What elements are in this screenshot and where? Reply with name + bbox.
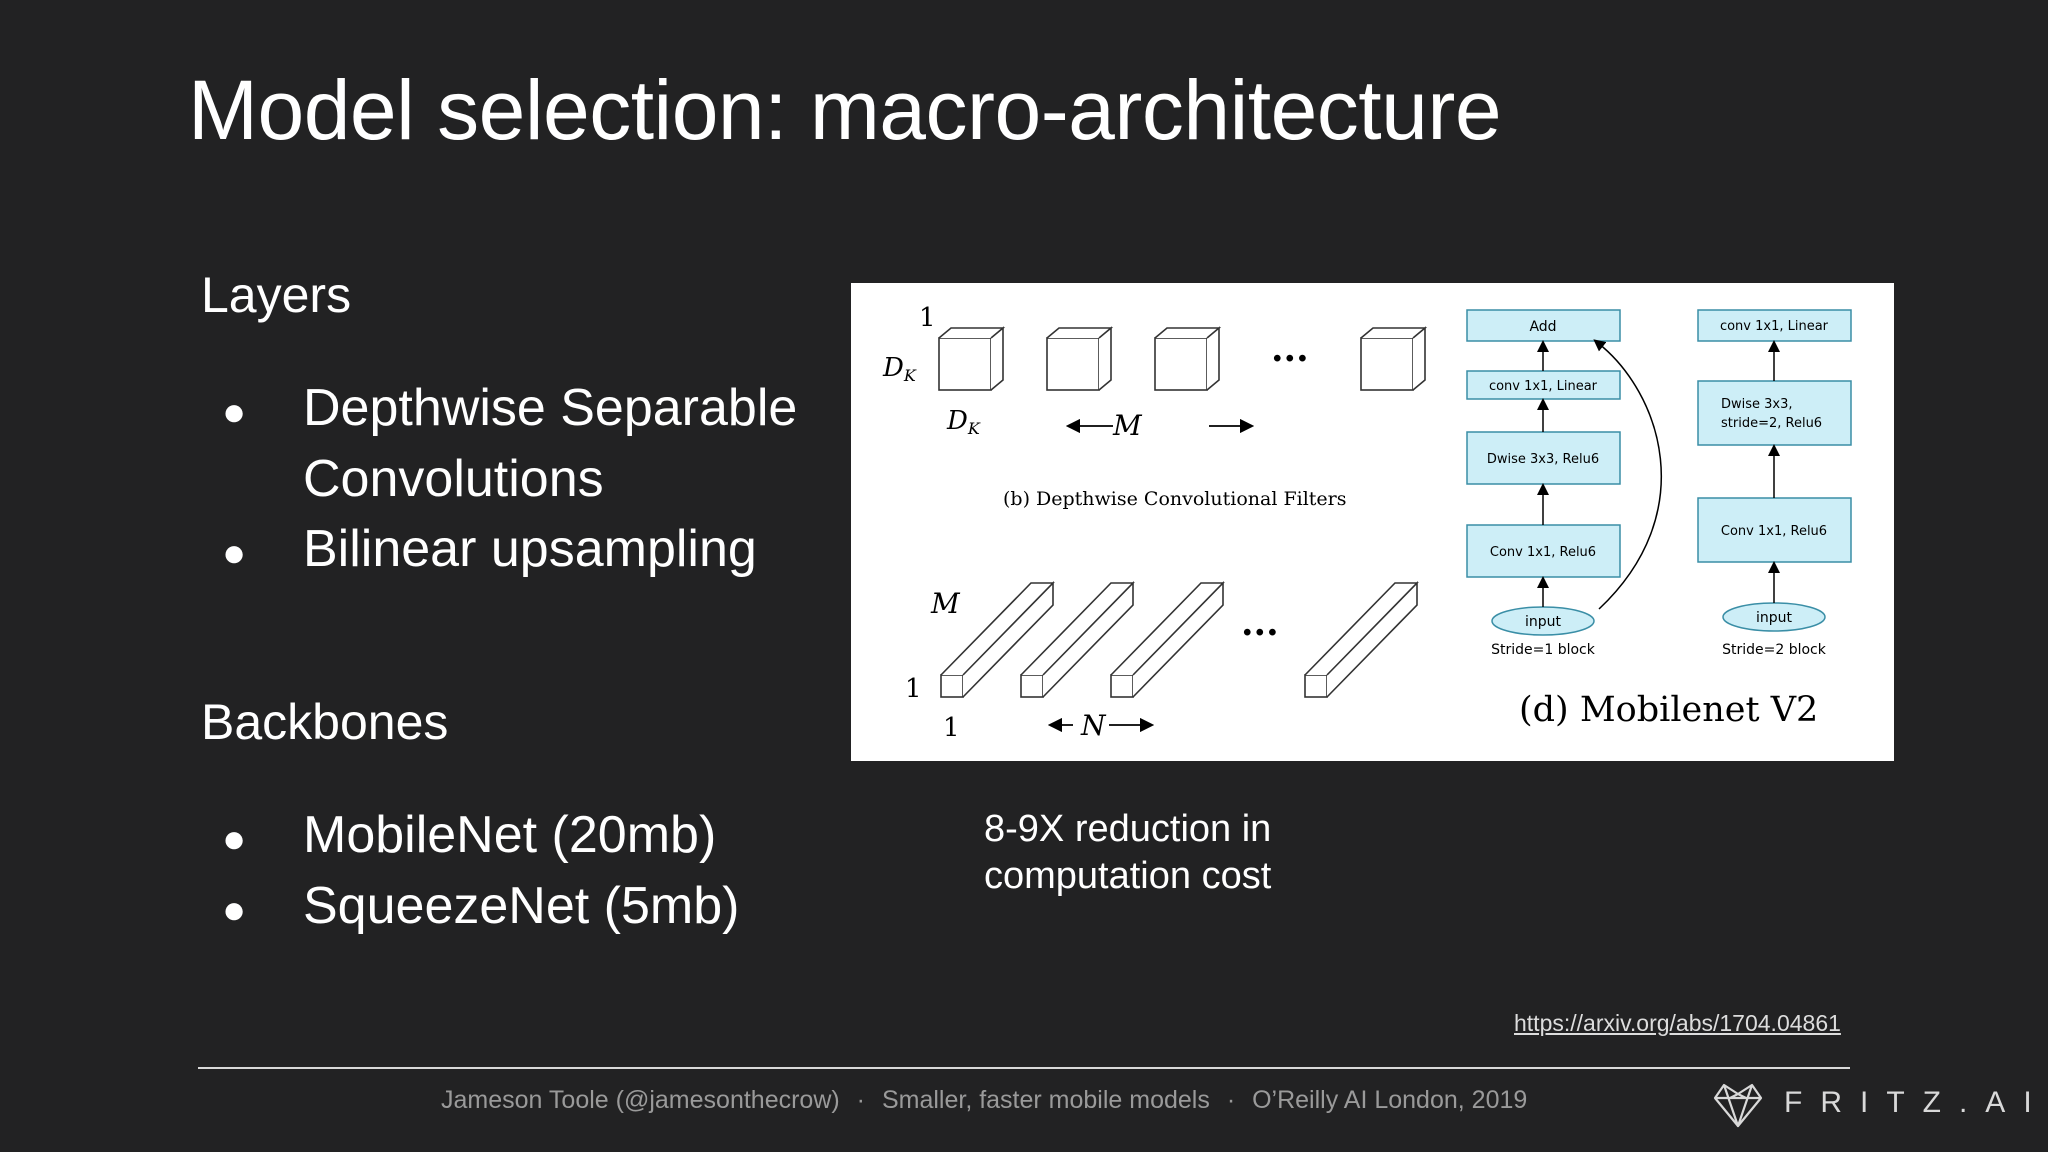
panel-b-caption: (b) Depthwise Convolutional Filters [1003, 488, 1347, 510]
layers-item-depthwise: Depthwise Separable [303, 379, 798, 437]
stride1-input: input [1525, 614, 1562, 630]
footer-separator: · [1226, 1086, 1236, 1114]
backbones-item-squeezenet: SqueezeNet (5mb) [303, 877, 740, 935]
reference-link[interactable]: https://arxiv.org/abs/1704.04861 [1514, 1010, 1841, 1036]
backbones-heading: Backbones [201, 694, 449, 750]
backbones-item-mobilenet: MobileNet (20mb) [303, 806, 717, 864]
stride1-block: Add conv 1x1, Linear Dwise 3x3, Relu6 Co… [1466, 309, 1662, 658]
stride2-conv-linear: conv 1x1, Linear [1720, 319, 1829, 334]
stride2-block: conv 1x1, Linear Dwise 3x3, stride=2, Re… [1697, 309, 1852, 658]
brand-name: FRITZ.AI [1784, 1086, 2048, 1119]
stride2-conv-relu: Conv 1x1, Relu6 [1721, 524, 1827, 539]
bullet-dot: ● [222, 817, 247, 861]
stride1-conv-linear: conv 1x1, Linear [1489, 379, 1598, 394]
label-one: 1 [919, 303, 936, 333]
pointwise-rod [940, 581, 1055, 698]
label-dk-left: DK [882, 353, 917, 385]
bullet-dot: ● [222, 531, 247, 575]
layers-heading: Layers [201, 267, 352, 323]
footer-credits: Jameson Toole (@jamesonthecrow) · Smalle… [441, 1086, 1527, 1115]
layers-item-bilinear: Bilinear upsampling [303, 520, 757, 578]
figure-caption: 8-9X reduction in computation cost [984, 806, 1271, 900]
footer-separator: · [856, 1086, 865, 1114]
stride2-input: input [1756, 610, 1793, 626]
slide-title: Model selection: macro-architecture [188, 63, 1502, 157]
caption-line-2: computation cost [984, 855, 1272, 897]
fritz-brand: FRITZ.AI [1712, 1080, 2032, 1130]
stride1-conv-relu: Conv 1x1, Relu6 [1490, 545, 1596, 560]
mobilenet-figure: 1 DK DK M ··· (b) Depthwise Convolutiona… [851, 283, 1894, 761]
stride1-caption: Stride=1 block [1491, 642, 1596, 658]
filter-cube [1046, 326, 1114, 391]
stride2-dwise-line1: Dwise 3x3, [1721, 397, 1793, 412]
stride2-caption: Stride=2 block [1722, 642, 1827, 658]
figure-title: (d) Mobilenet V2 [1519, 690, 1818, 730]
label-m-top: M [1112, 409, 1143, 442]
footer-divider [198, 1067, 1850, 1069]
bullet-dot: ● [222, 390, 247, 434]
pointwise-filters-panel [940, 581, 1419, 698]
ellipsis-bottom: ··· [1241, 612, 1279, 654]
mobilenet-diagram: 1 DK DK M ··· (b) Depthwise Convolutiona… [882, 303, 1852, 743]
stride1-dwise: Dwise 3x3, Relu6 [1487, 452, 1599, 467]
label-one-left: 1 [905, 674, 922, 704]
depthwise-filters-panel [938, 326, 1428, 391]
label-dk-bottom: DK [946, 406, 981, 438]
ellipsis-top: ··· [1271, 338, 1309, 380]
footer-talk: Smaller, faster mobile models [881, 1086, 1210, 1114]
footer-event: O’Reilly AI London, 2019 [1252, 1086, 1528, 1114]
fritz-heart-logo-icon [1713, 1083, 1763, 1128]
caption-line-1: 8-9X reduction in [984, 808, 1272, 850]
pointwise-rod [1110, 581, 1225, 698]
layers-item-convolutions: Convolutions [303, 450, 604, 508]
filter-cube [1154, 326, 1222, 391]
filter-cube [1360, 326, 1428, 391]
bullet-dot: ● [222, 888, 247, 932]
stride2-dwise-line2: stride=2, Relu6 [1721, 416, 1822, 431]
label-one-bottom: 1 [943, 713, 960, 743]
label-m-left: M [930, 587, 961, 620]
pointwise-rod [1304, 581, 1419, 698]
stride1-add: Add [1529, 319, 1556, 335]
filter-cube [938, 326, 1006, 391]
label-n: N [1080, 709, 1107, 742]
pointwise-rod [1020, 581, 1135, 698]
footer-author: Jameson Toole (@jamesonthecrow) [441, 1086, 840, 1114]
